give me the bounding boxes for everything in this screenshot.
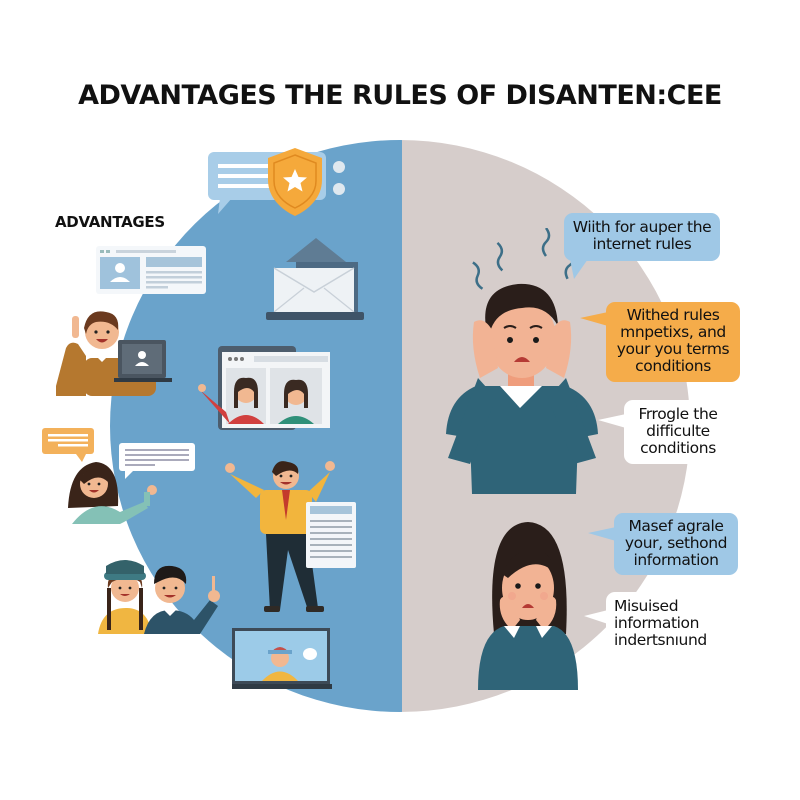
stressed-man bbox=[436, 228, 606, 494]
video-call-window bbox=[198, 346, 332, 436]
bubble-misused-information: Misuised information indertsnıund bbox=[584, 592, 726, 658]
cheering-man-with-document bbox=[224, 460, 358, 624]
page-title: ADVANTAGES THE RULES OF DISANTEN:CEE bbox=[78, 80, 722, 111]
bubble-internet-rules: Wiith for auper the internet rules bbox=[564, 213, 720, 279]
woman-with-chat bbox=[64, 456, 164, 524]
small-chat-white bbox=[119, 443, 197, 483]
shield-star-icon bbox=[264, 146, 326, 218]
bubble-difficult-conditions: Frrogle the difficulte conditions bbox=[598, 400, 732, 464]
dots-icon bbox=[332, 160, 346, 196]
worried-woman bbox=[474, 514, 584, 690]
small-chat-orange bbox=[42, 428, 96, 462]
man-with-laptop bbox=[56, 306, 176, 396]
envelope-laptop-icon bbox=[266, 234, 366, 324]
bubble-personal-information: Masef agrale your, sethond information bbox=[588, 513, 738, 575]
bubble-terms-conditions: Withed rules mnpetixs, and your you term… bbox=[580, 302, 740, 382]
advantages-label: ADVANTAGES bbox=[55, 213, 165, 231]
two-kids-waving bbox=[98, 552, 224, 634]
laptop-with-video bbox=[232, 628, 332, 690]
profile-card-icon bbox=[96, 246, 206, 296]
